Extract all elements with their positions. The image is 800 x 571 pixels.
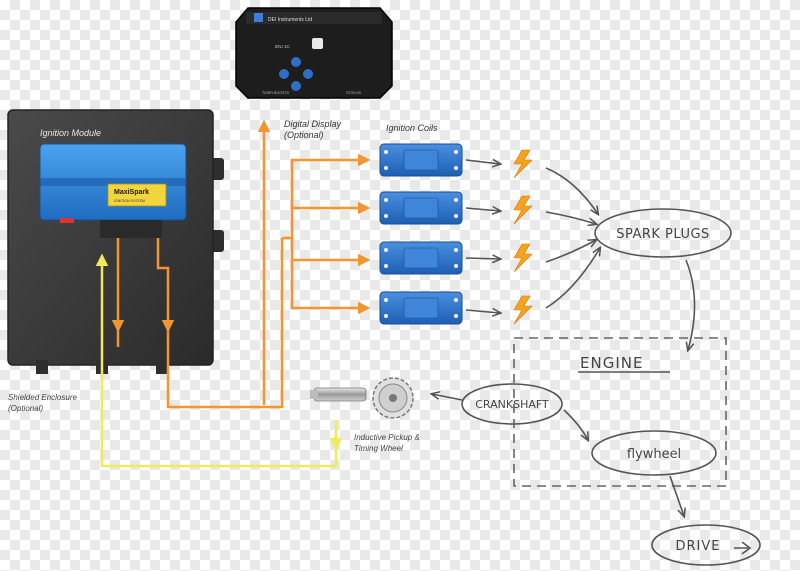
spark-plugs-node (594, 208, 732, 258)
coil-wire (290, 238, 371, 267)
signal-wire (166, 238, 284, 409)
flywheel-node (591, 430, 717, 476)
cable-gland (156, 360, 168, 374)
spark-icon (513, 295, 533, 325)
coil-wire (290, 260, 371, 315)
display-footer-left: TIGER BOOSTS (262, 91, 290, 95)
down-key-button[interactable] (291, 81, 301, 91)
crankshaft-node (461, 383, 563, 425)
brand-logo-icon (254, 13, 263, 22)
module-label: Ignition Module (40, 128, 101, 138)
display-brand: DEI Instruments Ltd (268, 17, 312, 23)
digital-display: DEI Instruments Ltd IDU 1C TIGER BOOSTS … (235, 7, 393, 99)
inductive-pickup (310, 387, 367, 402)
crankshaft-text: CRANKSHAFT (475, 398, 549, 411)
ignition-coil (379, 241, 463, 275)
drive-arrow-icon (734, 541, 752, 555)
display-footer-right: STOKOS (346, 91, 362, 95)
spark-icon (513, 149, 533, 179)
signal-wire (156, 238, 175, 333)
module-connector (100, 220, 162, 238)
ignition-coil (379, 143, 463, 177)
coil-wire (282, 153, 371, 240)
yellow-wire (95, 253, 343, 468)
module-product-sub: IGNITION SYSTEM (114, 199, 145, 203)
pickup-label-line2: Timing Wheel (354, 444, 403, 453)
coils-label: Ignition Coils (386, 123, 438, 133)
module-product-name: MaxiSpark (114, 189, 149, 196)
pickup-label: Inductive Pickup & (354, 433, 420, 442)
coil-arrows (465, 160, 500, 313)
orange-wires (111, 119, 371, 409)
display-label: Digital Display (284, 119, 342, 129)
plugs-to-engine-arrow (685, 259, 696, 350)
display-screen-text: IDU 1C (275, 44, 291, 49)
engine-boundary (513, 337, 727, 487)
spark-plugs-text: SPARK PLUGS (616, 227, 710, 242)
ignition-coil (379, 191, 463, 225)
enclosure-label-optional: (Optional) (8, 404, 43, 413)
spark-icon (513, 243, 533, 273)
spark-arrows (545, 167, 600, 309)
engine-text: ENGINE (580, 354, 643, 372)
display-logo-icon (312, 38, 323, 49)
flywheel-text: flywheel (627, 447, 681, 462)
drive-node (651, 524, 761, 566)
drive-text: DRIVE (676, 539, 721, 554)
cable-gland (36, 360, 48, 374)
enclosure-label: Shielded Enclosure (8, 393, 77, 402)
up-key-button[interactable] (291, 57, 301, 67)
display-label-optional: (Optional) (284, 130, 324, 140)
ignition-coil (379, 291, 463, 325)
spark-icon (513, 195, 533, 225)
sketch-arrows (432, 394, 684, 516)
right-key-button[interactable] (303, 69, 313, 79)
left-key-button[interactable] (279, 69, 289, 79)
timing-wheel-icon (372, 377, 414, 419)
ignition-module: MaxiSpark IGNITION SYSTEM (39, 143, 187, 238)
status-led (60, 218, 74, 223)
